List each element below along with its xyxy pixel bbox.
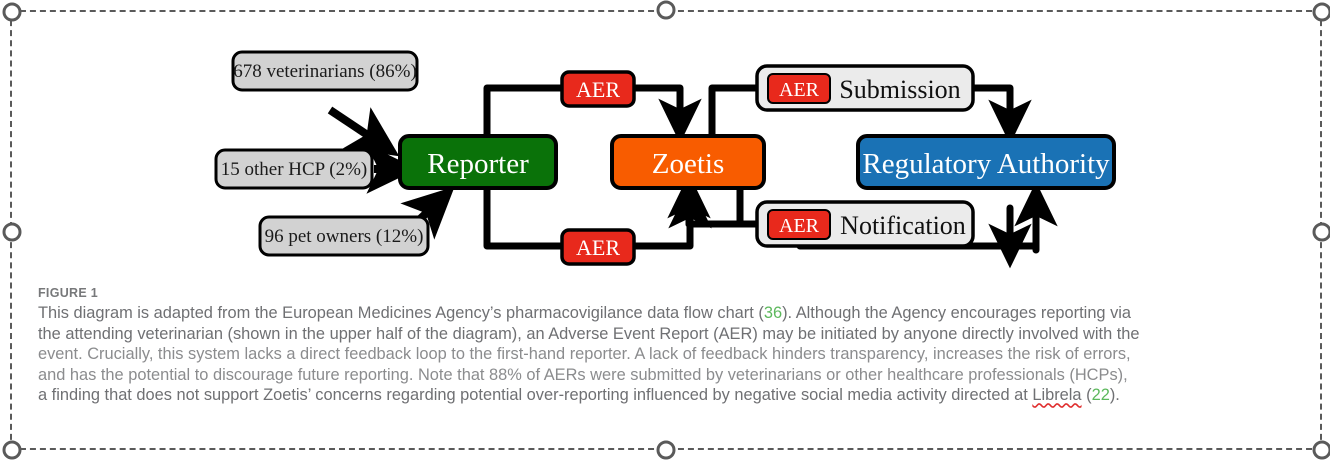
misspelled-word-librela[interactable]: Librela xyxy=(1032,386,1082,405)
resize-handle-bottom-right[interactable] xyxy=(1312,440,1330,460)
submission-aer-chip xyxy=(767,73,831,104)
source-veterinarians-label: 678 veterinarians (86%) xyxy=(233,61,417,82)
source-other-hcp[interactable]: 15 other HCP (2%) xyxy=(214,148,374,190)
caption-line-2: the attending veterinarian (shown in the… xyxy=(38,324,1140,343)
node-reporter[interactable]: Reporter xyxy=(398,134,558,190)
notification-aer-chip xyxy=(767,209,831,240)
resize-handle-top-center[interactable] xyxy=(656,0,676,20)
label-aer-notification[interactable]: AER Notification xyxy=(755,200,975,248)
node-zoetis-label: Zoetis xyxy=(652,148,725,180)
badge-aer-top[interactable]: AER xyxy=(560,70,636,108)
resize-handle-bottom-center[interactable] xyxy=(656,440,676,460)
arrow-veterinarians-to-reporter xyxy=(327,106,400,157)
node-reporter-label: Reporter xyxy=(427,148,529,180)
caption-line-1: This diagram is adapted from the Europea… xyxy=(38,304,1132,322)
source-veterinarians[interactable]: 678 veterinarians (86%) xyxy=(231,50,419,92)
figure-number: FIGURE 1 xyxy=(38,286,99,300)
resize-handle-middle-left[interactable] xyxy=(2,222,22,242)
resize-handle-middle-right[interactable] xyxy=(1312,222,1330,242)
source-pet-owners[interactable]: 96 pet owners (12%) xyxy=(258,215,430,257)
badge-aer-bottom-label: AER xyxy=(576,235,620,260)
badge-aer-bottom[interactable]: AER xyxy=(560,228,636,266)
caption-line-3: event. Crucially, this system lacks a di… xyxy=(38,345,1131,364)
notification-label: Notification xyxy=(840,211,966,240)
edge-submission-to-authority xyxy=(964,84,1032,145)
resize-handle-top-left[interactable] xyxy=(2,2,22,22)
figure-caption[interactable]: FIGURE 1 This diagram is adapted from th… xyxy=(38,286,1300,406)
submission-label: Submission xyxy=(839,75,960,104)
resize-handle-top-right[interactable] xyxy=(1312,2,1330,22)
caption-line-5: a finding that does not support Zoetis’ … xyxy=(38,386,1120,405)
node-regulatory-authority-label: Regulatory Authority xyxy=(862,148,1110,180)
submission-aer-chip-label: AER xyxy=(779,79,820,101)
source-other-hcp-label: 15 other HCP (2%) xyxy=(221,159,368,180)
source-pet-owners-label: 96 pet owners (12%) xyxy=(265,226,424,247)
citation-22[interactable]: 22 xyxy=(1091,386,1110,405)
label-aer-submission[interactable]: AER Submission xyxy=(755,64,975,112)
pharmacovigilance-flow-diagram[interactable]: 678 veterinarians (86%) 15 other HCP (2%… xyxy=(0,18,1330,274)
edge-zoetis-to-submission xyxy=(708,84,776,140)
notification-aer-chip-label: AER xyxy=(779,215,820,237)
resize-handle-bottom-left[interactable] xyxy=(2,440,22,460)
node-zoetis[interactable]: Zoetis xyxy=(610,134,766,190)
citation-36[interactable]: 36 xyxy=(763,304,783,322)
caption-line-4: and has the potential to discourage futu… xyxy=(38,365,1128,384)
badge-aer-top-label: AER xyxy=(576,77,620,102)
node-regulatory-authority[interactable]: Regulatory Authority xyxy=(856,134,1116,190)
